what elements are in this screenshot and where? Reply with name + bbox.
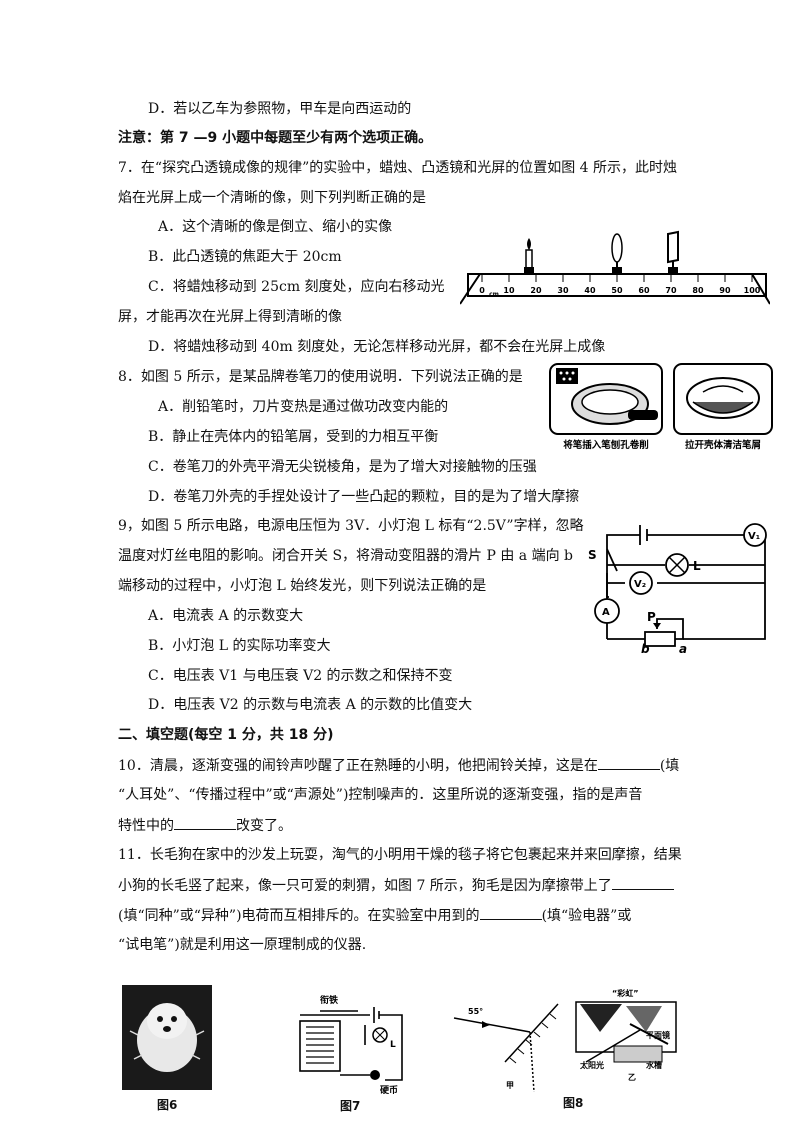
ruler-tick: 60	[638, 286, 650, 295]
figure-6-caption: 图6	[157, 1098, 178, 1112]
q8-option-b: B．静止在壳体内的铅笔屑，受到的力相互平衡	[148, 429, 439, 445]
optical-bench-figure: 0 10 20 30 40 50 60 70 80 90 100 cm	[460, 230, 770, 305]
ruler-unit: cm	[489, 291, 499, 298]
end-a-label: a	[679, 642, 687, 655]
q11-line-2: 小狗的长毛竖了起来，像一只可爱的刺猬，如图 7 所示，狗毛是因为摩擦带上了	[118, 875, 674, 896]
q9-option-a: A．电流表 A 的示数变大	[148, 608, 304, 624]
q11-text-3a: (填“同种”或“异种”)电荷而互相排斥的。在实验室中用到的	[118, 908, 480, 924]
fig8-jia-label: 甲	[506, 1081, 514, 1090]
q9-option-d: D．电压表 V2 的示数与电流表 A 的示数的比值变大	[148, 697, 473, 713]
q8-stem: 8．如图 5 所示，是某品牌卷笔刀的使用说明．下列说法正确的是	[118, 369, 523, 385]
fig8-yi-label: 乙	[628, 1073, 636, 1082]
rainbow-label: “彩虹”	[612, 988, 639, 998]
ammeter	[594, 598, 620, 624]
q7-stem-2: 焰在光屏上成一个清晰的像，则下列判断正确的是	[118, 190, 426, 206]
candle	[525, 249, 533, 269]
relay-circuit-figure: 衔铁 L 硬币	[299, 994, 403, 1095]
ruler-tick: 30	[557, 286, 569, 295]
lamp-l-label: L	[390, 1040, 396, 1050]
q8-option-a: A．削铅笔时，刀片变热是通过做功改变内能的	[158, 399, 449, 415]
q10-line-2: “人耳处”、“传播过程中”或“声源处”)控制噪声的．这里所说的逐渐变强，指的是声…	[118, 787, 643, 803]
q10-line-1: 10．清晨，逐渐变强的闹铃声吵醒了正在熟睡的小明，他把闹铃关掉，这是在 (填	[118, 755, 679, 776]
convex-lens	[611, 233, 623, 263]
q7-option-d: D．将蜡烛移动到 40m 刻度处，无论怎样移动光屏，都不会在光屏上成像	[148, 339, 606, 355]
switch-label: S	[588, 548, 597, 562]
section-title-fill: 二、填空题(每空 1 分，共 18 分)	[118, 727, 334, 743]
sunlight-label: 太阳光	[579, 1060, 604, 1070]
sharpener-figure: 将笔插入笔刨孔卷削 拉开壳体清洁笔屑	[549, 363, 773, 451]
q10-text-1b: (填	[659, 758, 680, 774]
ruler-tick: 0	[479, 286, 485, 295]
ammeter-label: A	[602, 607, 610, 618]
sharpener-left-drawing	[556, 368, 658, 425]
q7-option-c-cont: 屏，才能再次在光屏上得到清晰的像	[118, 309, 342, 325]
figure-7-caption: 图7	[340, 1099, 361, 1113]
q10-text-3b: 改变了。	[236, 818, 292, 834]
light-screen	[667, 230, 679, 264]
q10-text-1: 10．清晨，逐渐变强的闹铃声吵醒了正在熟睡的小明，他把闹铃关掉，这是在	[118, 758, 598, 774]
circuit-figure: S L V₁ V₂ A P b a	[588, 523, 767, 655]
option-6d: D．若以乙车为参照物，甲车是向西运动的	[148, 101, 412, 117]
dog-photo-figure	[122, 985, 212, 1090]
ruler-tick: 40	[584, 286, 596, 295]
voltmeter-v1	[743, 523, 767, 547]
ruler-tick: 20	[530, 286, 542, 295]
q10-text-3a: 特性中的	[118, 818, 174, 834]
voltmeter-v2	[629, 571, 653, 595]
ruler-tick: 50	[611, 286, 623, 295]
mirror-label: 平面镜	[646, 1030, 670, 1040]
q9-option-c: C．电压表 V1 与电压衰 V2 的示数之和保持不变	[148, 668, 453, 684]
q10-line-3: 特性中的 改变了。	[118, 815, 292, 836]
q11-blank-1[interactable]	[611, 875, 674, 890]
q9-stem-3: 端移动的过程中，小灯泡 L 始终发光，则下列说法正确的是	[118, 578, 487, 594]
q11-line-4: “试电笔”)就是利用这一原理制成的仪器.	[118, 937, 367, 953]
q7-option-a: A．这个清晰的像是倒立、缩小的实像	[158, 219, 393, 235]
light-reflection-figure: 55° 甲 “彩虹” 平面镜 太阳光 水槽 乙	[453, 988, 677, 1092]
ruler-tick: 100	[744, 286, 761, 295]
note-line: 注意：第 7 —9 小题中每题至少有两个选项正确。	[118, 130, 433, 146]
ruler-tick: 70	[665, 286, 677, 295]
q10-blank-1[interactable]	[597, 755, 660, 770]
q9-stem-2: 温度对灯丝电阻的影响。闭合开关 S，将滑动变阻器的滑片 P 由 a 端向 b	[118, 548, 574, 564]
q7-option-c: C．将蜡烛移动到 25cm 刻度处，应向右移动光	[148, 279, 445, 295]
q9-stem-1: 9，如图 5 所示电路，电源电压恒为 3V．小灯泡 L 标有“2.5V”字样，忽…	[118, 518, 584, 534]
q11-text-2: 小狗的长毛竖了起来，像一只可爱的刺猬，如图 7 所示，狗毛是因为摩擦带上了	[118, 878, 612, 894]
q11-line-1: 11．长毛狗在家中的沙发上玩耍，淘气的小明用干燥的毯子将它包裹起来并来回摩擦，结…	[118, 847, 682, 863]
end-b-label: b	[641, 642, 650, 655]
q8-option-d: D．卷笔刀外壳的手捏处设计了一些凸起的颗粒，目的是为了增大摩擦	[148, 489, 580, 505]
q8-option-c: C．卷笔刀的外壳平滑无尖锐棱角，是为了增大对接触物的压强	[148, 459, 537, 475]
figure-8-caption: 图8	[563, 1096, 584, 1110]
q7-stem-1: 7．在“探究凸透镜成像的规律”的实验中，蜡烛、凸透镜和光屏的位置如图 4 所示，…	[118, 160, 678, 176]
q7-option-b: B．此凸透镜的焦距大于 20cm	[148, 249, 342, 265]
candle-flame	[527, 238, 531, 250]
slider-p-label: P	[647, 610, 656, 624]
v1-label: V₁	[748, 531, 760, 542]
rainbow-setup	[575, 1001, 677, 1063]
sharpener-right-drawing	[686, 377, 760, 419]
lamp-label: L	[693, 559, 701, 573]
q11-line-3: (填“同种”或“异种”)电荷而互相排斥的。在实验室中用到的 (填“验电器”或	[118, 905, 631, 926]
sharpener-caption-2: 拉开壳体清洁笔屑	[685, 439, 761, 451]
ruler-tick: 90	[719, 286, 731, 295]
q10-blank-2[interactable]	[174, 815, 236, 830]
ruler-tick: 10	[503, 286, 515, 295]
q11-blank-2[interactable]	[479, 905, 542, 920]
ruler-tick: 80	[692, 286, 704, 295]
q11-text-3b: (填“验电器”或	[541, 908, 632, 924]
sharpener-caption-1: 将笔插入笔刨孔卷削	[563, 439, 649, 451]
v2-label: V₂	[634, 579, 646, 590]
coin	[370, 1070, 380, 1080]
q9-option-b: B．小灯泡 L 的实际功率变大	[148, 638, 331, 654]
coin-label: 硬币	[380, 1085, 398, 1095]
tank-label: 水槽	[645, 1060, 662, 1070]
armature-label: 衔铁	[320, 994, 338, 1006]
angle-label: 55°	[468, 1007, 483, 1016]
